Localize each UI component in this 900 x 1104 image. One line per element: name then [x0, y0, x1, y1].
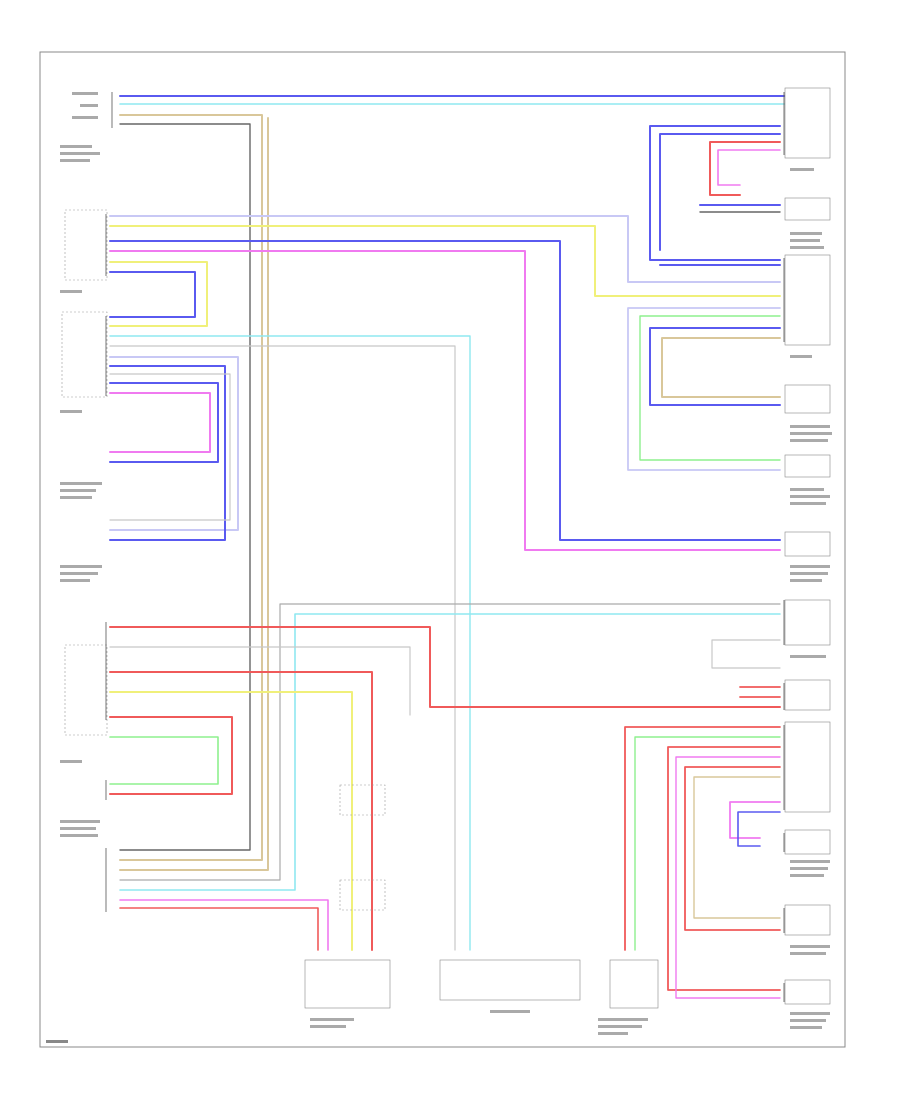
wire-gray-lower-top: [119, 603, 781, 881]
connector-right-10: [784, 829, 831, 855]
wire-green-right: [639, 315, 781, 461]
wire-tan-right: [661, 337, 781, 398]
connector-right-8: [784, 679, 831, 711]
wire-gray-lower-2: [109, 646, 411, 716]
wire-tan-trunk-b: [119, 117, 269, 871]
wire-black-trunk: [119, 123, 251, 851]
wire-red-right-loop-c: [684, 766, 781, 931]
wire-red-loop-lower: [109, 716, 233, 795]
connector-left-2: [61, 311, 108, 398]
diagram-frame: [39, 51, 846, 1048]
wire-pink-lower: [119, 899, 329, 951]
wire-red-lower-long: [109, 626, 781, 708]
wire-blue-mid: [109, 240, 781, 541]
wire-blue-loop: [109, 271, 196, 318]
wire-red-lower-3: [119, 907, 319, 951]
label-marks: [46, 92, 832, 1043]
wire-tan-trunk: [119, 114, 263, 861]
wire-red-right-loop-b: [667, 746, 781, 991]
wire-blue-right-conn3: [649, 327, 781, 406]
wire-blue-right-loop: [649, 125, 781, 261]
component-bottom-2: [439, 959, 581, 1001]
connector-right-4: [784, 384, 831, 414]
wire-yellow-mid: [109, 225, 781, 297]
wire-pale-blue-mid: [109, 215, 781, 283]
wire-red-right-down: [624, 726, 781, 951]
wire-blue-loop-2: [109, 365, 226, 541]
wire-green-loop-lower: [109, 736, 219, 785]
wire-light-blue-mid: [109, 335, 471, 951]
wire-pale-blue-loop: [109, 356, 239, 531]
component-bottom-1: [304, 959, 391, 1009]
components: [61, 87, 831, 1009]
wire-gray-loop: [109, 373, 231, 521]
connector-left-1: [64, 209, 108, 281]
wire-magenta-right-loop: [729, 801, 781, 839]
wire-yellow-loop: [109, 261, 208, 327]
connector-left-3: [64, 644, 108, 736]
wire-gray-right-loop: [711, 639, 781, 669]
junction-block-2: [339, 879, 386, 911]
wire-green-right-down: [634, 736, 781, 951]
wire-red-lower-2: [109, 671, 373, 951]
wire-pink-right-loop-b: [675, 756, 781, 999]
connector-right-11: [784, 904, 831, 936]
wire-yellow-lower: [109, 691, 353, 951]
connector-right-7: [784, 599, 831, 646]
wire-blue-loop-3: [109, 382, 219, 463]
wire-harness: [109, 95, 791, 999]
wire-pink-right: [717, 149, 781, 186]
wire-magenta-mid: [109, 250, 781, 551]
connector-top-right: [784, 87, 831, 159]
connector-right-3: [784, 254, 831, 346]
wire-light-blue-lower: [119, 613, 781, 891]
connector-right-5: [784, 454, 831, 478]
component-bottom-3: [609, 959, 659, 1009]
junction-block-1: [339, 784, 386, 816]
connector-pins: [105, 92, 785, 1002]
wire-gray-mid: [109, 345, 456, 951]
wire-blue-right-loop-c: [737, 811, 781, 847]
connector-right-12: [784, 979, 831, 1005]
wire-tan-right-loop: [693, 776, 781, 919]
connector-right-6: [784, 531, 831, 557]
wire-pale-blue-right: [627, 307, 781, 471]
connector-right-9: [784, 721, 831, 813]
wire-blue-right-loop-b: [659, 133, 781, 251]
wire-red-right: [709, 141, 781, 196]
wire-pink-loop: [109, 392, 211, 453]
connector-right-2: [784, 197, 831, 221]
